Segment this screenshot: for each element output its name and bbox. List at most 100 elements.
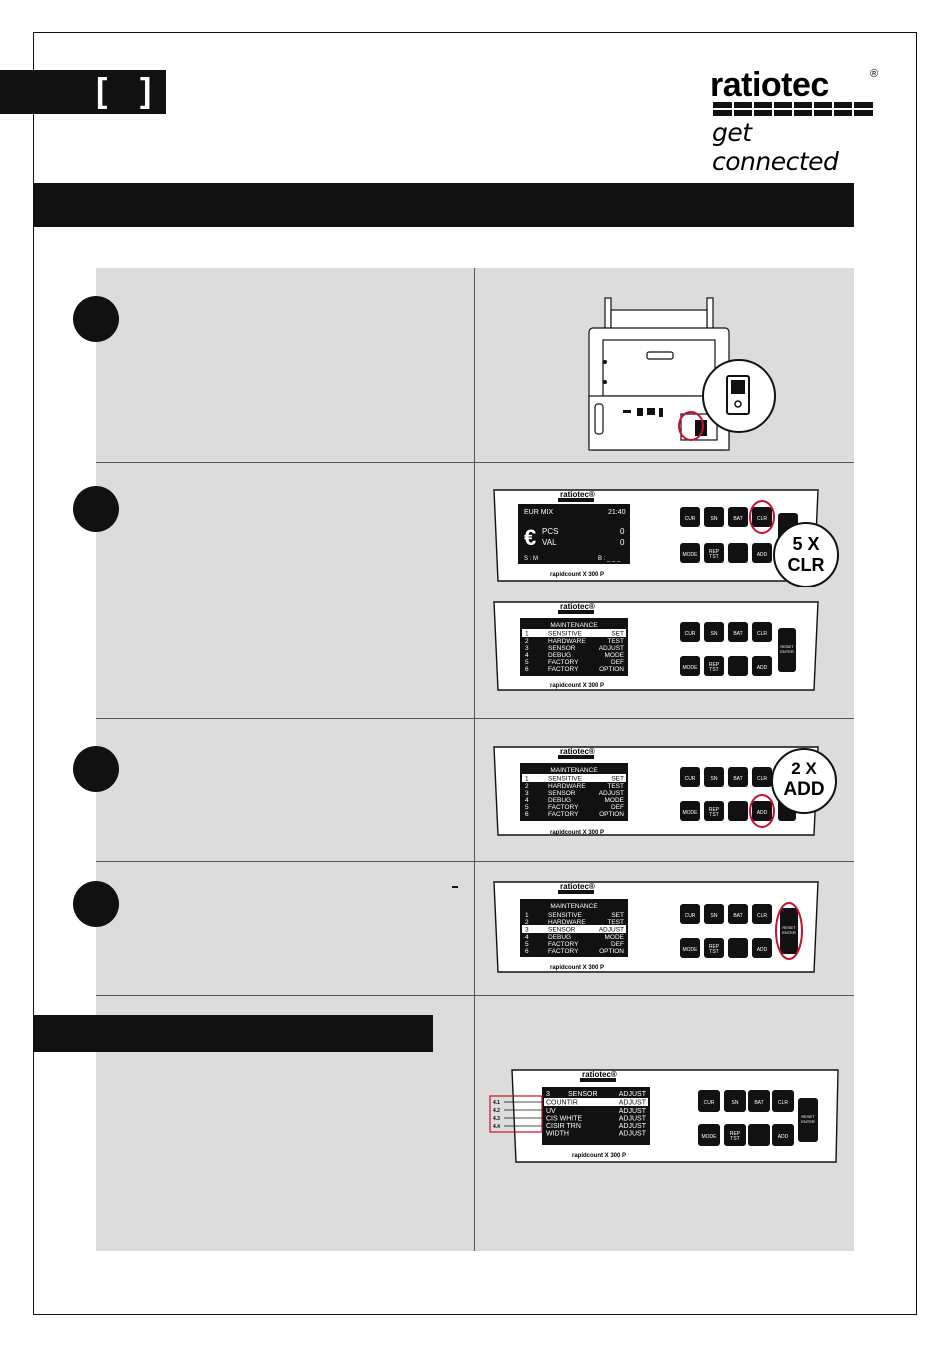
device-label: ADD bbox=[778, 1134, 789, 1140]
device-label: 5 bbox=[525, 941, 529, 948]
device-label: REP bbox=[709, 944, 720, 950]
device-label: TEST bbox=[607, 783, 624, 790]
device-label: 3 bbox=[546, 1091, 550, 1098]
device-label: 4.2 bbox=[493, 1108, 500, 1114]
device-label: FACTORY bbox=[548, 804, 579, 811]
device-label: TEST bbox=[607, 638, 624, 645]
device-label: 6 bbox=[525, 811, 529, 818]
device-label: ADJUST bbox=[619, 1116, 647, 1123]
device-label: ADJUST bbox=[599, 790, 624, 797]
display-currency: EUR MIX bbox=[524, 509, 554, 516]
device-label: MODE bbox=[605, 797, 625, 804]
callout-key: CLR bbox=[788, 555, 825, 575]
device-label: OPTION bbox=[599, 811, 624, 818]
display-batch: B : _ _ _ bbox=[598, 556, 621, 562]
device-label: ENTER bbox=[782, 930, 796, 935]
device-panel-start-screen: ratiotec® EUR MIX 21:40 € PCS 0 VAL 0 S … bbox=[493, 489, 839, 587]
device-label: SENSITIVE bbox=[548, 631, 583, 638]
device-label: DEBUG bbox=[548, 934, 571, 941]
device-label: ADJUST bbox=[619, 1131, 647, 1138]
device-label: WIDTH bbox=[546, 1131, 569, 1138]
device-label: ratiotec® bbox=[560, 882, 595, 891]
display-val-value: 0 bbox=[620, 538, 625, 547]
device-logo: ratiotec® bbox=[560, 490, 595, 499]
device-panel-add-navigation: ratiotec® MAINTENANCE 1 SENSITIVE SET 2 … bbox=[493, 746, 837, 836]
step-3-marker bbox=[73, 746, 119, 792]
device-label: ADJUST bbox=[619, 1100, 647, 1107]
device-label: 4 bbox=[525, 934, 529, 941]
device-label: 1 bbox=[525, 631, 529, 638]
device-label: HARDWARE bbox=[548, 638, 586, 645]
device-label: SN bbox=[711, 516, 718, 522]
device-label: SN bbox=[732, 1100, 739, 1106]
device-label: SENSOR bbox=[568, 1091, 598, 1098]
device-label: ADD bbox=[757, 947, 768, 953]
panel-divider-vertical bbox=[474, 268, 475, 1251]
device-label: ADJUST bbox=[619, 1108, 647, 1115]
device-label: CUR bbox=[704, 1100, 715, 1106]
device-label: SENSITIVE bbox=[548, 776, 583, 783]
display-mode: S : M bbox=[524, 556, 538, 562]
device-label: HARDWARE bbox=[548, 919, 586, 926]
device-label: CLR bbox=[757, 516, 767, 522]
device-label: SN bbox=[711, 913, 718, 919]
device-label: CUR bbox=[685, 516, 696, 522]
device-label: 6 bbox=[525, 948, 529, 955]
device-label: CLR bbox=[778, 1100, 788, 1106]
device-label: HARDWARE bbox=[548, 783, 586, 790]
device-panel-enter-sensor: ratiotec® MAINTENANCE 1 SENSITIVE SET 2 … bbox=[493, 881, 819, 973]
callout-count: 2 X bbox=[791, 759, 817, 778]
section-heading-bar bbox=[33, 1015, 433, 1052]
page-frame bbox=[33, 32, 917, 1315]
device-label: OPTION bbox=[599, 666, 624, 673]
device-label: ADJUST bbox=[599, 645, 624, 652]
device-label: FACTORY bbox=[548, 948, 579, 955]
brand-bars-icon bbox=[713, 102, 873, 116]
step-1-marker bbox=[73, 296, 119, 342]
step-divider-4 bbox=[96, 995, 854, 996]
machine-rear-illustration bbox=[588, 297, 776, 451]
device-label: COUNTIR bbox=[546, 1100, 578, 1107]
device-label: ADJUST bbox=[599, 927, 624, 934]
device-label: SENSOR bbox=[548, 645, 576, 652]
device-label: ADD bbox=[757, 665, 768, 671]
device-label: ratiotec® bbox=[560, 747, 595, 756]
device-label: DEF bbox=[611, 941, 624, 948]
euro-icon: € bbox=[524, 525, 536, 550]
device-label: MAINTENANCE bbox=[550, 622, 598, 629]
device-label: TST bbox=[709, 949, 718, 955]
device-label: REP bbox=[709, 807, 720, 813]
device-label: MAINTENANCE bbox=[550, 903, 598, 910]
device-label: 3 bbox=[525, 927, 529, 934]
device-label: CUR bbox=[685, 631, 696, 637]
device-label: MODE bbox=[683, 552, 699, 558]
device-label: DEF bbox=[611, 804, 624, 811]
device-label: CISIR TRN bbox=[546, 1123, 581, 1130]
device-label: OPTION bbox=[599, 948, 624, 955]
device-label: CLR bbox=[757, 776, 767, 782]
device-label: 5 bbox=[525, 804, 529, 811]
device-label: RESET bbox=[780, 644, 794, 649]
device-label: 1 bbox=[525, 912, 529, 919]
display-val-label: VAL bbox=[542, 538, 557, 547]
device-label: 3 bbox=[525, 645, 529, 652]
device-label: ratiotec® bbox=[582, 1070, 617, 1079]
device-label: TST bbox=[709, 554, 718, 560]
device-label: CUR bbox=[685, 776, 696, 782]
device-label: CIS WHITE bbox=[546, 1116, 582, 1123]
device-label: REP bbox=[709, 662, 720, 668]
device-label: ENTER bbox=[780, 649, 794, 654]
device-label: MODE bbox=[702, 1134, 718, 1140]
device-label: DEF bbox=[611, 659, 624, 666]
device-label: SET bbox=[611, 776, 624, 783]
language-tab bbox=[0, 70, 166, 114]
device-label: BAT bbox=[733, 516, 742, 522]
device-label: rapidcount X 300 P bbox=[550, 830, 604, 836]
device-label: CUR bbox=[685, 913, 696, 919]
device-model: rapidcount X 300 P bbox=[550, 572, 604, 578]
device-label: FACTORY bbox=[548, 941, 579, 948]
device-label: BAT bbox=[754, 1100, 763, 1106]
device-label: SENSOR bbox=[548, 790, 576, 797]
device-label: SET bbox=[611, 912, 624, 919]
device-label: MODE bbox=[605, 934, 625, 941]
